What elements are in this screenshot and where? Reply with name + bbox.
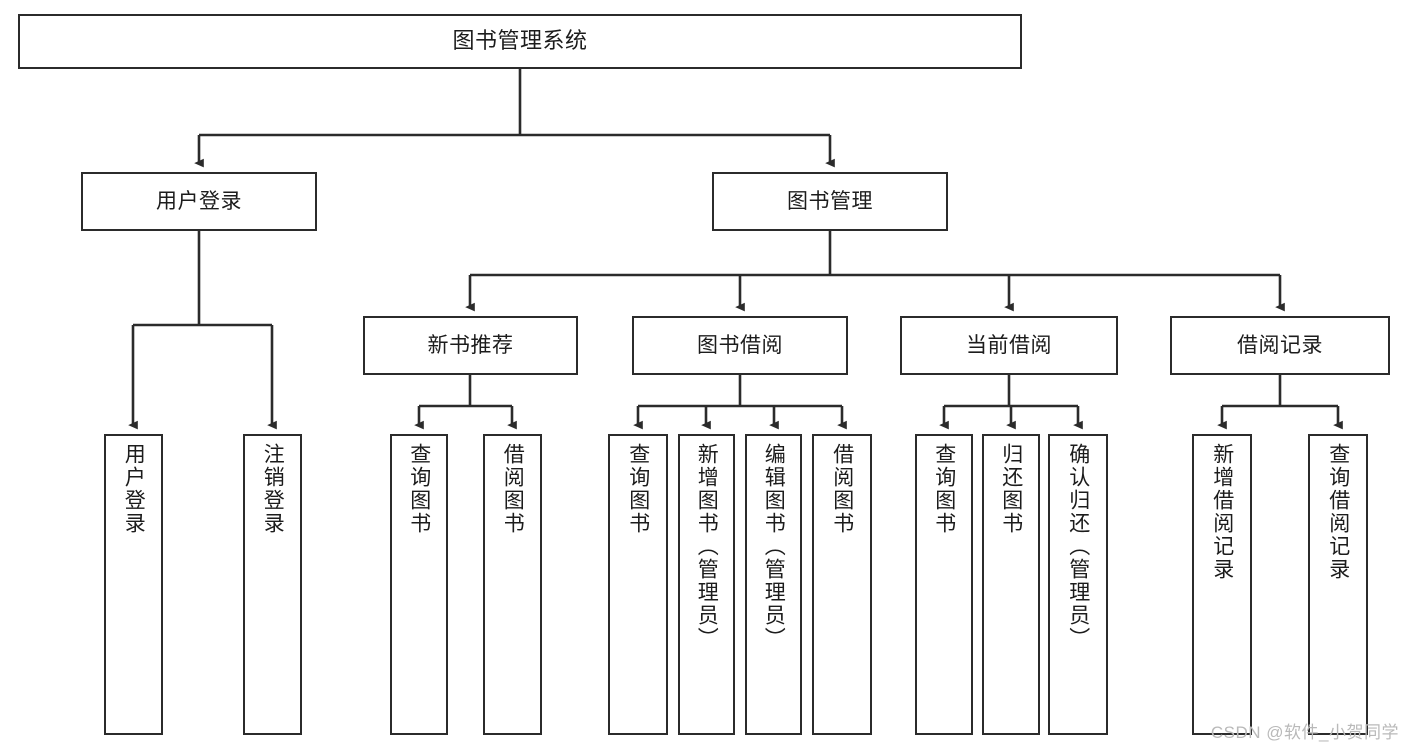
node-label: 新增图书（管理员）: [695, 443, 719, 650]
node-current-borrow[interactable]: 当前借阅: [900, 316, 1118, 375]
node-label: 用户登录: [156, 189, 242, 213]
node-label: 编辑图书（管理员）: [762, 443, 786, 650]
node-user-login[interactable]: 用户登录: [81, 172, 317, 231]
node-label: 查询图书: [626, 443, 650, 535]
node-label: 图书管理: [787, 189, 873, 213]
node-book-borrow[interactable]: 图书借阅: [632, 316, 848, 375]
node-leaf-confirm-return-admin[interactable]: 确认归还（管理员）: [1048, 434, 1108, 735]
node-leaf-borrow-book[interactable]: 借阅图书: [812, 434, 872, 735]
node-label: 新增借阅记录: [1210, 443, 1234, 581]
node-leaf-edit-book-admin[interactable]: 编辑图书（管理员）: [745, 434, 802, 735]
node-label: 注销登录: [261, 443, 285, 535]
node-leaf-query-borrow-record[interactable]: 查询借阅记录: [1308, 434, 1368, 735]
node-leaf-borrow-book-recommend[interactable]: 借阅图书: [483, 434, 542, 735]
node-leaf-return-book[interactable]: 归还图书: [982, 434, 1040, 735]
node-label: 借阅记录: [1237, 333, 1323, 357]
node-leaf-query-book-borrow[interactable]: 查询图书: [608, 434, 668, 735]
node-new-book-recommend[interactable]: 新书推荐: [363, 316, 578, 375]
node-leaf-add-borrow-record[interactable]: 新增借阅记录: [1192, 434, 1252, 735]
node-label: 借阅图书: [501, 443, 525, 535]
node-label: 归还图书: [999, 443, 1023, 535]
node-leaf-add-book-admin[interactable]: 新增图书（管理员）: [678, 434, 735, 735]
node-label: 新书推荐: [427, 333, 514, 357]
node-root-book-management-system[interactable]: 图书管理系统: [18, 14, 1022, 69]
csdn-watermark: CSDN @软件_小贺同学: [1210, 723, 1399, 742]
node-borrow-record[interactable]: 借阅记录: [1170, 316, 1390, 375]
node-label: 用户登录: [122, 443, 146, 535]
node-label: 查询图书: [407, 443, 431, 535]
node-leaf-query-book-current[interactable]: 查询图书: [915, 434, 973, 735]
node-label: 图书管理系统: [452, 28, 588, 54]
node-label: 借阅图书: [830, 443, 854, 535]
node-leaf-query-book-recommend[interactable]: 查询图书: [390, 434, 448, 735]
node-leaf-user-logout[interactable]: 注销登录: [243, 434, 302, 735]
node-label: 图书借阅: [697, 333, 783, 357]
node-label: 查询图书: [932, 443, 956, 535]
node-label: 当前借阅: [966, 333, 1052, 357]
node-book-manage[interactable]: 图书管理: [712, 172, 948, 231]
node-label: 确认归还（管理员）: [1066, 443, 1090, 650]
node-label: 查询借阅记录: [1326, 443, 1350, 581]
node-leaf-user-login[interactable]: 用户登录: [104, 434, 163, 735]
